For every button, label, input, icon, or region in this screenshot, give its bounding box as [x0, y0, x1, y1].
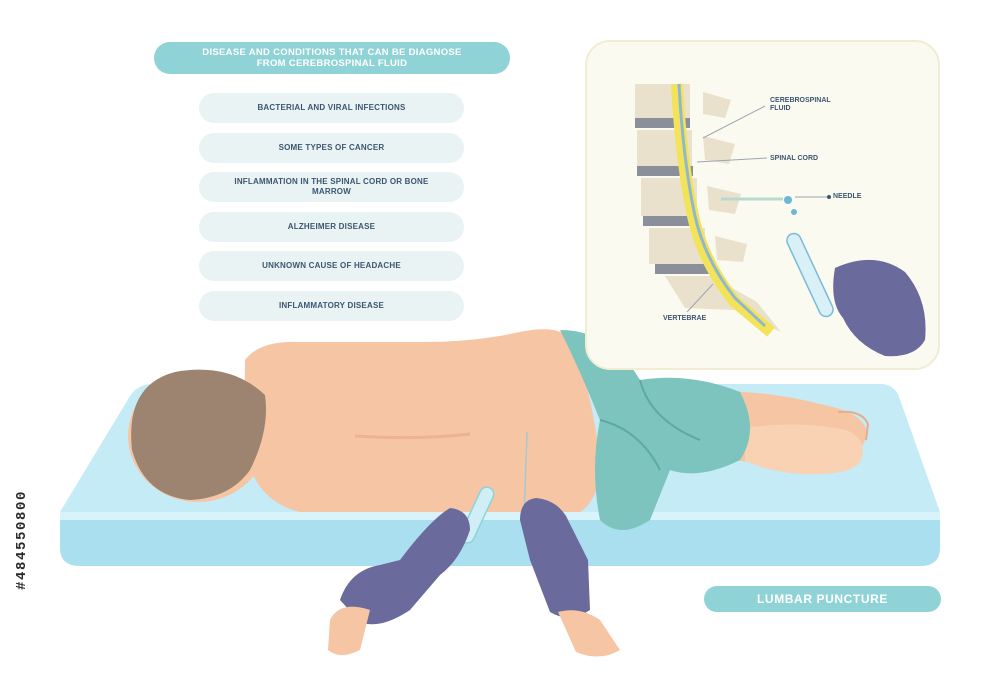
condition-item-inflammatory: INFLAMMATORY DISEASE [199, 291, 464, 321]
patient-torso [244, 329, 600, 512]
condition-item-headache: UNKNOWN CAUSE OF HEADACHE [199, 251, 464, 281]
label-spinal-cord: SPINAL CORD [770, 155, 819, 162]
inset-gloved-hand [833, 259, 926, 357]
stock-id-text: #484550800 [14, 489, 30, 591]
label-cerebrospinal-fluid: CEREBROSPINAL FLUID [770, 97, 831, 112]
condition-item-cancer: SOME TYPES OF CANCER [199, 133, 464, 163]
leader-vertebrae [686, 283, 714, 313]
condition-item-alzheimer: ALZHEIMER DISEASE [199, 212, 464, 242]
diagnosis-title: DISEASE AND CONDITIONS THAT CAN BE DIAGN… [154, 42, 510, 74]
fluid-drop [784, 196, 792, 204]
stock-id-watermark: #484550800 [12, 435, 32, 645]
spinal-cord [677, 83, 767, 328]
spinal-canal [671, 83, 775, 337]
procedure-label: LUMBAR PUNCTURE [704, 586, 941, 612]
patient-gown [560, 330, 750, 530]
fluid-drop [791, 209, 797, 215]
condition-item-inflammation-cord: INFLAMMATION IN THE SPINAL CORD OR BONE … [199, 172, 464, 202]
leader-csf [702, 105, 766, 139]
patient-head [128, 369, 268, 502]
gloved-hand-test-tube [328, 486, 495, 655]
condition-item-bacterial-viral: BACTERIAL AND VIRAL INFECTIONS [199, 93, 464, 123]
label-needle: NEEDLE [833, 193, 862, 200]
leader-needle-dot [827, 195, 831, 199]
spine-inset [585, 40, 940, 370]
label-vertebrae: VERTEBRAE [663, 315, 707, 322]
leader-cord [696, 157, 768, 163]
gloved-hand-needle [520, 498, 620, 657]
inset-test-tube [786, 232, 834, 318]
